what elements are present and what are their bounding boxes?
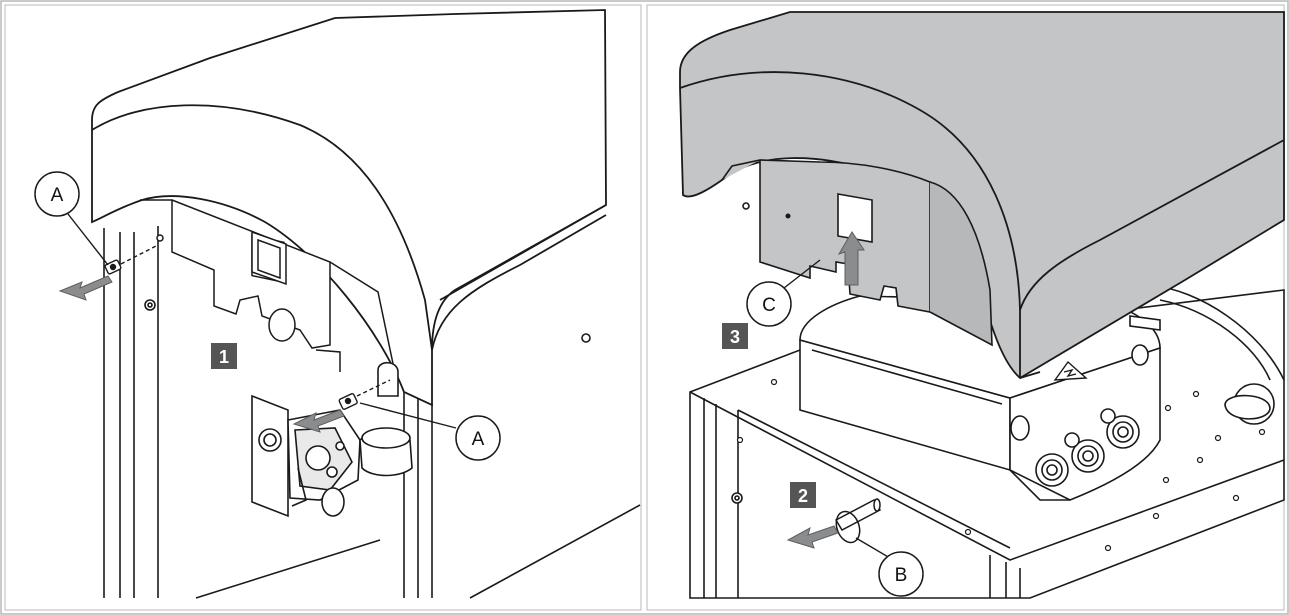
right-panel: C B 3 2 xyxy=(646,4,1285,611)
removal-arrow-icon xyxy=(786,525,839,549)
step-2-label: 2 xyxy=(790,482,816,508)
plate-holes xyxy=(736,378,1266,552)
callout-b: B xyxy=(878,551,924,597)
cabinet-frame xyxy=(103,226,641,599)
removal-arrow-icon xyxy=(292,409,345,433)
step-1-label: 1 xyxy=(211,343,237,369)
callout-c: C xyxy=(746,281,792,327)
hood-bracket xyxy=(140,199,397,379)
callout-a-top: A xyxy=(34,171,80,217)
left-panel: A A 1 xyxy=(4,4,642,611)
screw-lower xyxy=(338,379,391,410)
svg-text:A: A xyxy=(472,429,485,450)
high-voltage-warning-icon xyxy=(1053,360,1088,381)
lift-arrow-icon xyxy=(837,231,865,286)
svg-text:B: B xyxy=(895,565,908,586)
hood-cover xyxy=(91,9,607,407)
cover-bracket xyxy=(721,159,1161,347)
svg-text:3: 3 xyxy=(730,327,740,347)
svg-text:1: 1 xyxy=(219,347,229,367)
locking-pin xyxy=(834,498,882,544)
svg-text:A: A xyxy=(51,185,64,206)
svg-text:C: C xyxy=(762,295,776,316)
svg-text:2: 2 xyxy=(798,486,808,506)
removal-arrow-icon xyxy=(58,275,113,301)
lock-bracket xyxy=(251,361,413,518)
callout-a-lower: A xyxy=(455,415,501,461)
screw-left xyxy=(104,245,157,275)
step-3-label: 3 xyxy=(722,323,748,349)
